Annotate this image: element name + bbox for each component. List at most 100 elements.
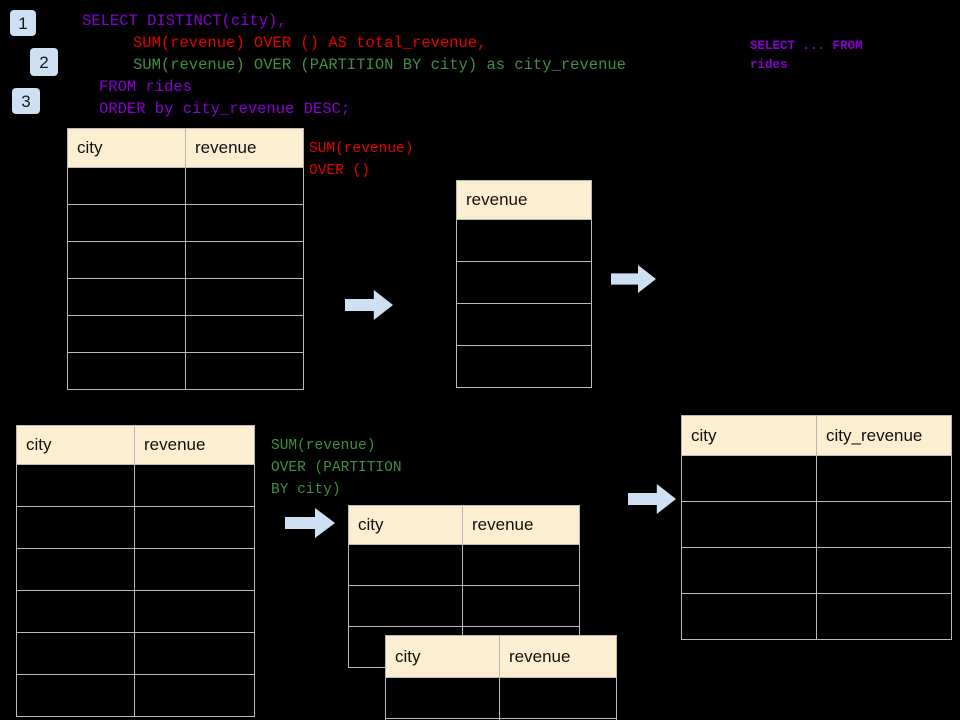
arrow-icon <box>285 508 335 538</box>
table-row <box>16 464 255 507</box>
table-cell <box>185 315 304 353</box>
table-row <box>681 547 952 594</box>
table-cell <box>456 219 592 262</box>
column-header: revenue <box>134 425 255 465</box>
table-row <box>681 593 952 640</box>
step-badge-1: 1 <box>10 10 36 36</box>
sql-line-3: SUM(revenue) OVER (PARTITION BY city) as… <box>133 56 626 74</box>
table-cell <box>185 278 304 316</box>
table-row <box>385 718 617 720</box>
table-cell <box>681 455 817 502</box>
arrow-icon <box>628 484 676 514</box>
table-cell <box>816 501 952 548</box>
table-cell <box>16 506 135 549</box>
column-header: city <box>16 425 135 465</box>
table-row <box>67 352 304 390</box>
table-row <box>67 278 304 316</box>
arrow-partition-to-result <box>628 484 676 514</box>
table-row <box>681 455 952 502</box>
table-row <box>16 674 255 717</box>
table-cell <box>681 501 817 548</box>
table-cell <box>462 585 580 627</box>
table-cell <box>16 674 135 717</box>
column-header: revenue <box>185 128 304 168</box>
table-cell <box>456 345 592 388</box>
table-row <box>456 219 592 262</box>
table-cell <box>16 590 135 633</box>
table-cell <box>462 544 580 586</box>
table-row <box>348 544 580 586</box>
table-row <box>385 677 617 719</box>
table-row <box>67 204 304 242</box>
table-cell <box>348 585 463 627</box>
table-cell <box>456 303 592 346</box>
table-cell <box>67 204 186 242</box>
table-row <box>456 303 592 346</box>
sum-over-empty-label: SUM(revenue) OVER () <box>309 141 414 179</box>
sql-line-5: ORDER by city_revenue DESC; <box>99 100 351 118</box>
sql-line-4: FROM rides <box>99 78 193 96</box>
table-cell <box>67 167 186 205</box>
column-header: revenue <box>456 180 592 220</box>
table-cell <box>16 632 135 675</box>
table-cell <box>67 278 186 316</box>
table-row <box>16 506 255 549</box>
arrow-source-to-partition <box>285 508 335 538</box>
sum-over-partition-label: SUM(revenue) OVER (PARTITION BY city) <box>271 438 402 498</box>
table-header-row: revenue <box>456 180 592 220</box>
table-cell <box>499 718 617 720</box>
table-cell <box>681 547 817 594</box>
table-cell <box>348 544 463 586</box>
step-badge-3: 3 <box>12 88 40 114</box>
column-header: revenue <box>462 505 580 545</box>
select-from-rides-label: SELECT ... FROM rides <box>750 39 863 72</box>
table-cell <box>16 464 135 507</box>
arrow-icon <box>611 265 656 293</box>
table-cell <box>134 590 255 633</box>
table-cell <box>134 674 255 717</box>
sql-line-2: SUM(revenue) OVER () AS total_revenue, <box>133 34 487 52</box>
sql-query-block: SELECT DISTINCT(city), SUM(revenue) OVER … <box>82 10 626 120</box>
arrow-icon <box>345 290 393 320</box>
table-row <box>16 590 255 633</box>
column-header: city <box>385 635 500 678</box>
column-header: city <box>348 505 463 545</box>
table-row <box>67 241 304 279</box>
table-row <box>16 632 255 675</box>
table-cell <box>134 632 255 675</box>
table-cell <box>499 677 617 719</box>
table-cell <box>185 204 304 242</box>
column-header: city_revenue <box>816 415 952 456</box>
table-cell <box>185 352 304 390</box>
table-cell <box>134 464 255 507</box>
arrow-source-to-total <box>345 290 393 320</box>
table-cell <box>185 241 304 279</box>
step-badge-2: 2 <box>30 48 58 76</box>
column-header: city <box>67 128 186 168</box>
table-cell <box>134 548 255 591</box>
table-row <box>456 261 592 304</box>
table-cell <box>816 547 952 594</box>
table-cell <box>456 261 592 304</box>
table-cell <box>185 167 304 205</box>
table-cell <box>16 548 135 591</box>
table-cell <box>67 315 186 353</box>
table-cell <box>681 593 817 640</box>
table-cell <box>134 506 255 549</box>
column-header: revenue <box>499 635 617 678</box>
table-cell <box>67 241 186 279</box>
table-row <box>67 167 304 205</box>
table-total-revenue: revenue <box>456 180 592 388</box>
table-cell <box>816 455 952 502</box>
table-cell <box>816 593 952 640</box>
sql-line-1: SELECT DISTINCT(city), <box>82 12 287 30</box>
